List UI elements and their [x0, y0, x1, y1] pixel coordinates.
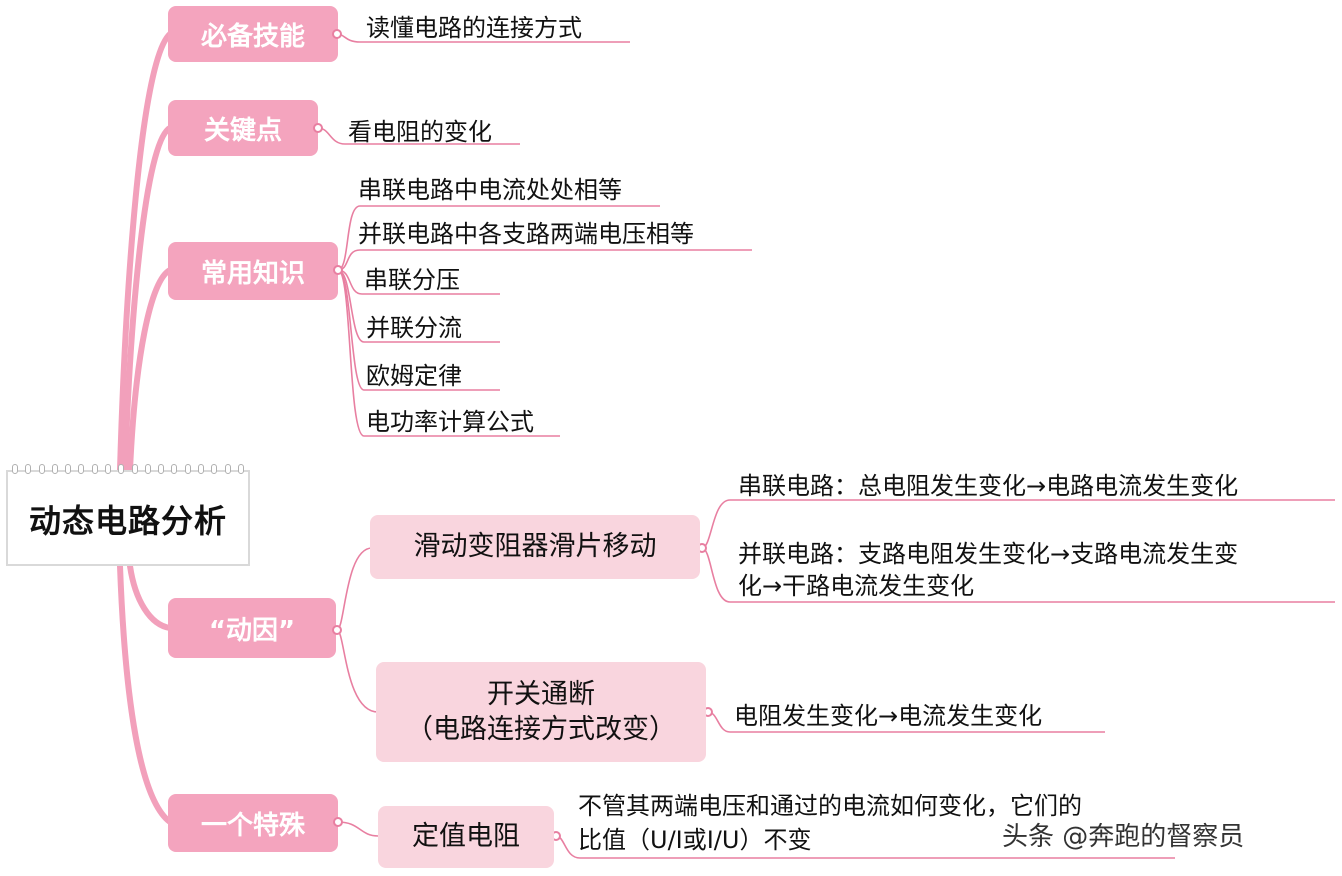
subnode-fixed-resistor: 定值电阻	[378, 806, 554, 868]
category-skills: 必备技能	[168, 6, 338, 62]
expand-dot	[332, 625, 342, 635]
leaf-knowledge-1: 串联电路中电流处处相等	[358, 176, 622, 204]
root-title: 动态电路分析	[28, 502, 227, 540]
leaf-special-2: 比值（U/I或I/U）不变	[578, 826, 812, 854]
leaf-knowledge-3: 串联分压	[364, 266, 460, 294]
subnode-switch-line2: （电路连接方式改变）	[406, 714, 676, 745]
expand-dot	[333, 817, 343, 827]
subnode-slider-label: 滑动变阻器滑片移动	[413, 531, 657, 563]
leaf-special-1: 不管其两端电压和通过的电流如何变化，它们的	[578, 792, 1082, 820]
subnode-switch: 开关通断 （电路连接方式改变）	[376, 662, 706, 762]
leaf-switch-result: 电阻发生变化→电流发生变化	[734, 702, 1043, 730]
category-causes: “动因”	[168, 598, 336, 658]
root-node: 动态电路分析	[6, 464, 250, 566]
subnode-fixed-resistor-label: 定值电阻	[412, 821, 520, 853]
expand-dot	[333, 265, 343, 275]
watermark: 头条 @奔跑的督察员	[1002, 822, 1245, 852]
expand-dot	[313, 123, 323, 133]
leaf-knowledge-6: 电功率计算公式	[366, 408, 534, 436]
category-knowledge: 常用知识	[168, 242, 338, 300]
subnode-slider: 滑动变阻器滑片移动	[370, 515, 700, 579]
leaf-parallel-circuit-2: 化→干路电流发生变化	[738, 572, 975, 600]
category-special: 一个特殊	[168, 794, 338, 852]
leaf-series-circuit: 串联电路：总电阻发生变化→电路电流发生变化	[738, 472, 1239, 500]
leaf-key-point: 看电阻的变化	[348, 118, 492, 146]
leaf-knowledge-2: 并联电路中各支路两端电压相等	[358, 220, 694, 248]
notebook-rings	[12, 464, 244, 474]
leaf-knowledge-4: 并联分流	[366, 314, 462, 342]
category-key-point: 关键点	[168, 100, 318, 156]
leaf-parallel-circuit-1: 并联电路：支路电阻发生变化→支路电流发生变	[738, 540, 1239, 568]
expand-dot	[332, 29, 342, 39]
leaf-knowledge-5: 欧姆定律	[366, 362, 462, 390]
leaf-skill: 读懂电路的连接方式	[366, 14, 582, 42]
subnode-switch-line1: 开关通断	[487, 678, 595, 710]
